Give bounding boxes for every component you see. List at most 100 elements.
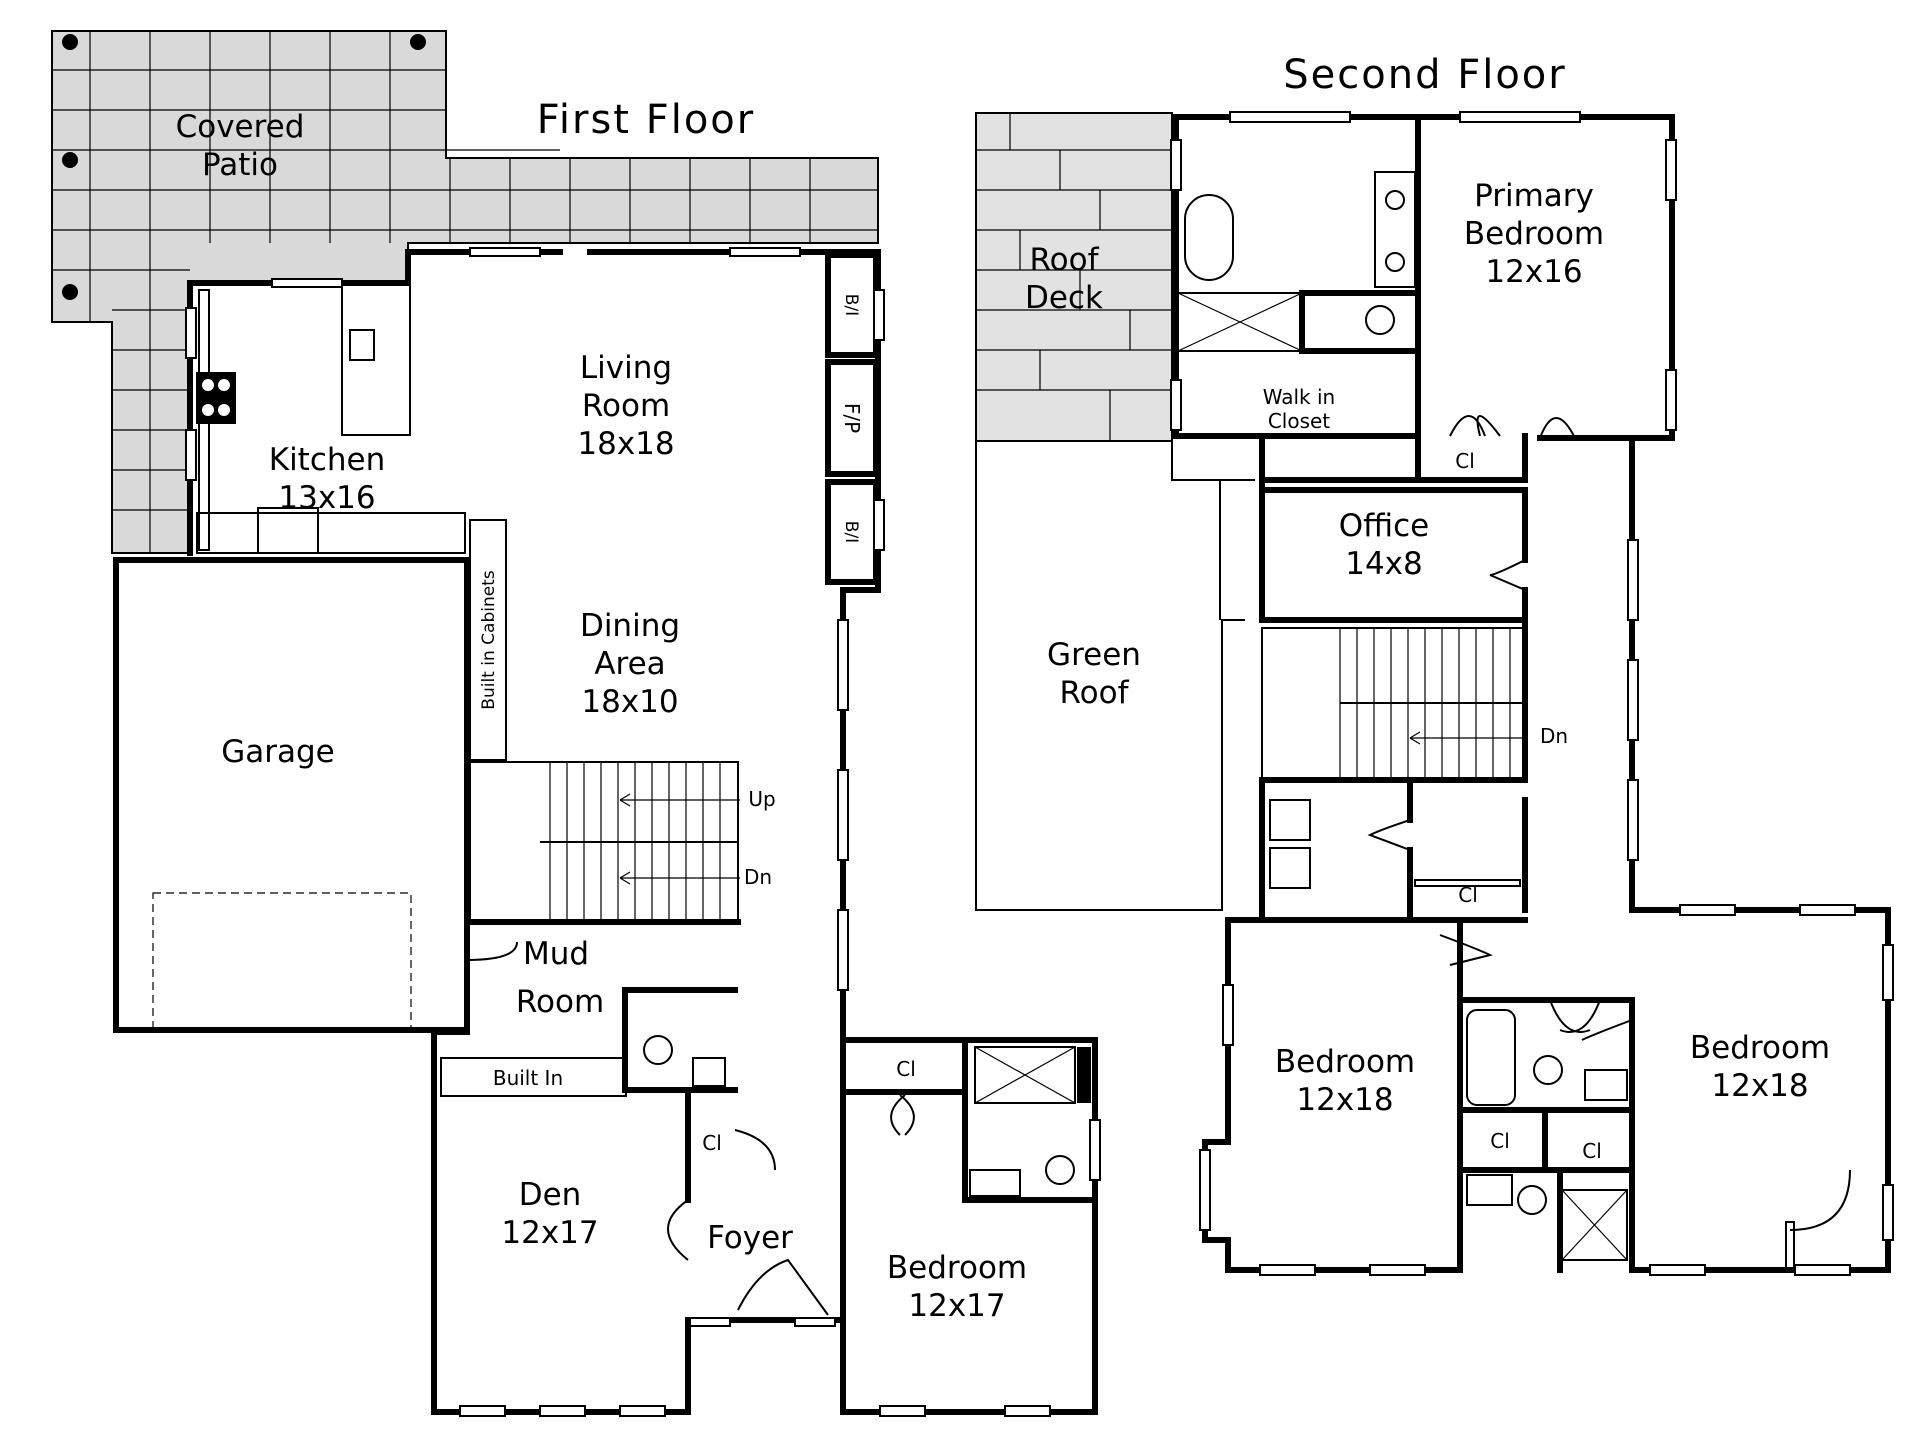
- window: [1222, 984, 1234, 1046]
- bedroom-label: Bedroom: [1690, 1030, 1830, 1066]
- kitchen-peninsula: [196, 512, 466, 554]
- patio-joints: [52, 31, 878, 553]
- window: [459, 1405, 506, 1417]
- roof-deck-surface: [975, 112, 1173, 442]
- walk-in-closet-label: Walk in: [1263, 385, 1335, 409]
- bedroom-bath-walls: [840, 1037, 1098, 1203]
- stairs-down-label: Dn: [744, 865, 772, 889]
- closet-rod: [1785, 1221, 1795, 1269]
- toilet-icon: [643, 1035, 673, 1065]
- patio-column-icon: [62, 34, 426, 300]
- kitchen-dimensions: 13x16: [278, 480, 375, 516]
- mud-room-label: Room: [516, 984, 604, 1020]
- window: [1665, 369, 1677, 431]
- tub-icon: [1184, 194, 1234, 281]
- window: [1170, 379, 1182, 431]
- toilet-icon: [1533, 1055, 1563, 1085]
- wc-walls: [1299, 290, 1421, 354]
- primary-bedroom-dimensions: 12x16: [1485, 254, 1582, 290]
- window: [1882, 1184, 1894, 1241]
- kitchen-range-hood: [257, 507, 319, 554]
- window: [873, 289, 885, 341]
- den-dimensions: 12x17: [501, 1215, 598, 1251]
- primary-suite-walls: [1173, 114, 1675, 483]
- closet-label: Cl: [896, 1057, 916, 1081]
- sink-icon: [1584, 1069, 1628, 1101]
- roof-deck-label: Deck: [1025, 280, 1103, 316]
- sink-icon: [692, 1057, 726, 1087]
- fireplace: [825, 359, 879, 477]
- dining-area-label: Area: [594, 646, 665, 682]
- toilet-icon: [1045, 1155, 1075, 1185]
- den-door-icon: [667, 1199, 689, 1261]
- mud-room-label: Mud: [523, 936, 589, 972]
- tub-icon: [1466, 1009, 1516, 1106]
- bedroom-dimensions: 12x17: [908, 1288, 1005, 1324]
- window: [1882, 944, 1894, 1001]
- living-room-dimensions: 18x18: [577, 426, 674, 462]
- closet-door-icon: [734, 1129, 776, 1171]
- closet-door-icon: [890, 1094, 915, 1136]
- window: [1679, 904, 1736, 916]
- den-label: Den: [519, 1177, 582, 1213]
- window: [1004, 1405, 1051, 1417]
- sink-icon: [1385, 190, 1405, 210]
- roof-deck-boards: [976, 113, 1172, 441]
- walk-in-closet-label: Closet: [1268, 409, 1330, 433]
- second-floor: [975, 111, 1894, 1276]
- window: [689, 1317, 731, 1327]
- bedroom-door-icon: [1439, 934, 1493, 966]
- covered-patio-label: Covered: [176, 109, 305, 145]
- closet-walls: [1259, 433, 1528, 483]
- window: [879, 1405, 926, 1417]
- window: [794, 1317, 836, 1327]
- den-walls: [431, 919, 841, 1415]
- closet-label: Cl: [1458, 883, 1478, 907]
- closet-label: Cl: [1455, 449, 1475, 473]
- bath-door-icon: [1549, 999, 1601, 1033]
- office-label: Office: [1339, 508, 1430, 544]
- window: [1369, 1264, 1426, 1276]
- bedroom-dimensions: 12x18: [1711, 1068, 1808, 1104]
- stairs-down-label: Dn: [1540, 724, 1568, 748]
- window: [1170, 139, 1182, 191]
- primary-bedroom-label: Bedroom: [1464, 216, 1604, 252]
- green-roof-outline: [975, 113, 1245, 911]
- bedroom-right-walls: [1629, 907, 1891, 1273]
- first-floor: [51, 30, 1101, 1417]
- foyer-door-icon: [737, 1258, 829, 1316]
- first-floor-stairs: [467, 761, 741, 925]
- window: [1649, 1264, 1706, 1276]
- window: [1627, 539, 1639, 621]
- window: [837, 769, 849, 861]
- builtin-top-label: B/I: [841, 294, 861, 316]
- office-dimensions: 14x8: [1345, 546, 1423, 582]
- bedroom-dimensions: 12x18: [1296, 1082, 1393, 1118]
- toilet-icon: [1365, 305, 1395, 335]
- garage-walls: [113, 557, 470, 1033]
- window: [1259, 1264, 1316, 1276]
- first-floor-title: First Floor: [537, 97, 755, 143]
- bedroom-label: Bedroom: [887, 1250, 1027, 1286]
- shower-icon: [1561, 1189, 1628, 1261]
- second-floor-title: Second Floor: [1283, 52, 1566, 98]
- toilet-icon: [1517, 1185, 1547, 1215]
- cooktop-icon: [196, 372, 236, 424]
- foyer-label: Foyer: [707, 1220, 793, 1256]
- window: [539, 1405, 586, 1417]
- living-room-label: Room: [582, 388, 670, 424]
- window: [873, 499, 885, 551]
- office-door-icon: [1489, 559, 1526, 591]
- dining-area-label: Dining: [580, 608, 680, 644]
- roof-deck-label: Roof: [1030, 242, 1100, 278]
- window: [837, 619, 849, 711]
- garage-label: Garage: [221, 734, 335, 770]
- window: [729, 247, 801, 257]
- window: [1229, 111, 1351, 123]
- window: [1627, 659, 1639, 741]
- sink-icon: [1385, 252, 1405, 272]
- window: [1627, 779, 1639, 861]
- window: [469, 247, 541, 257]
- hall-walls: [1259, 435, 1635, 913]
